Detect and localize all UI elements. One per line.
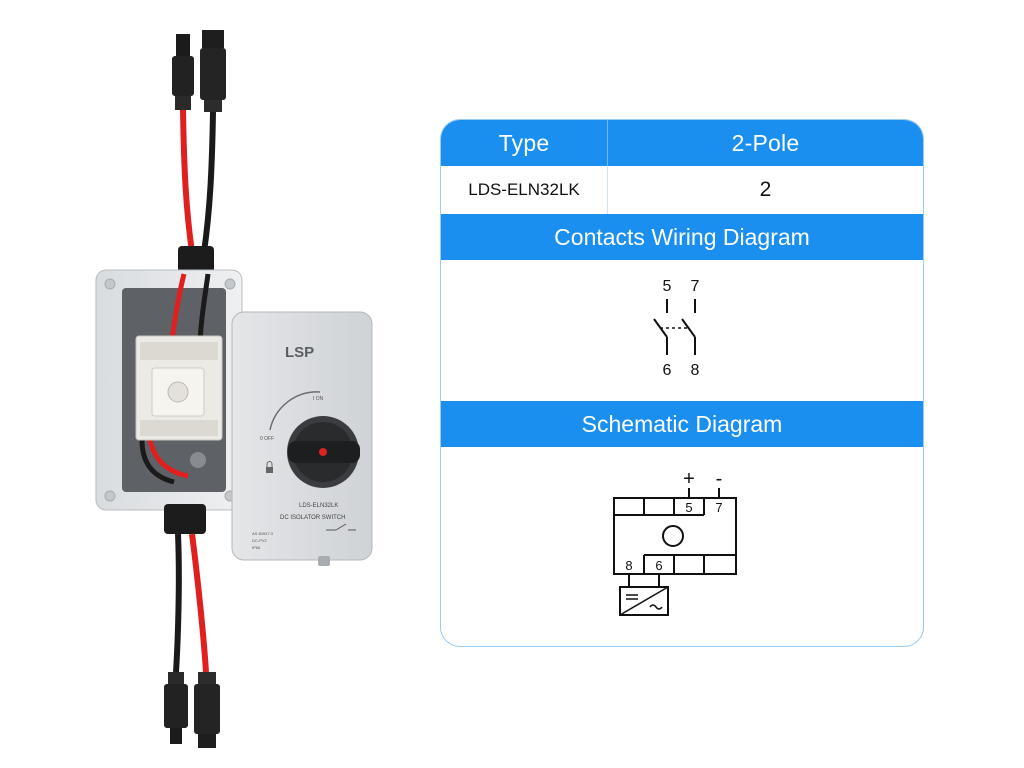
terminal-label-5: 5 (685, 500, 692, 515)
mc4-connector-top-left (172, 34, 194, 110)
plus-label: + (683, 468, 695, 490)
contacts-wiring-diagram: 5 7 6 8 (441, 260, 923, 401)
contact-label-7: 7 (691, 278, 700, 295)
contacts-diagram-title: Contacts Wiring Diagram (441, 214, 923, 260)
contacts-diagram-svg: 5 7 6 8 (653, 278, 700, 379)
model-cell: LDS-ELN32LK (441, 166, 608, 214)
lid-spec-line-1: AS 60947.3 (252, 531, 274, 536)
contact-label-5: 5 (663, 278, 672, 295)
schematic-diagram: + - 5 7 8 6 (441, 447, 923, 644)
enclosure-base (95, 269, 243, 511)
black-wire-bottom (173, 533, 182, 673)
dial-off-label: 0 OFF (260, 436, 274, 442)
terminal-label-6: 6 (655, 558, 662, 573)
rotary-handle-symbol (662, 524, 684, 547)
dial-on-label: I ON (313, 396, 324, 402)
schematic-diagram-svg: + - 5 7 8 6 (613, 468, 737, 616)
type-header: Type (441, 120, 608, 166)
lock-icon (266, 461, 273, 473)
red-wire-top (180, 109, 195, 253)
terminal-label-7: 7 (715, 500, 722, 515)
enclosure-lid: LSP I ON 0 OFF LDS-ELN32LK DC ISOLATOR S… (231, 311, 373, 566)
black-wire-top (201, 111, 216, 253)
poles-cell: 2 (759, 178, 772, 201)
minus-label: - (716, 468, 723, 490)
terminal-label-8: 8 (625, 558, 632, 573)
mc4-connector-bottom-left (164, 672, 188, 744)
pole-header: 2-Pole (731, 129, 800, 156)
cable-gland-top (178, 246, 214, 274)
lid-model-label: LDS-ELN32LK (299, 503, 338, 509)
table-header-row: Type 2-Pole (441, 120, 923, 166)
contact-label-8: 8 (691, 362, 700, 379)
mc4-connector-bottom-right (194, 672, 220, 748)
brand-logo: LSP (285, 344, 314, 361)
dc-ac-inverter-icon (619, 585, 669, 616)
table-row: LDS-ELN32LK 2 (441, 166, 923, 214)
lid-spec-line-2: DC-PV2 (252, 538, 267, 543)
schematic-diagram-title: Schematic Diagram (441, 401, 923, 447)
red-wire-bottom (189, 533, 209, 673)
lid-spec-line-3: IP66 (252, 545, 261, 550)
switch-symbol-icon (326, 523, 356, 531)
isolator-switch-illustration: LSP I ON 0 OFF LDS-ELN32LK DC ISOLATOR S… (95, 30, 373, 748)
mc4-connector-top-right (200, 30, 226, 112)
cable-gland-bottom (164, 504, 206, 534)
contact-label-6: 6 (663, 362, 672, 379)
product-image: LSP I ON 0 OFF LDS-ELN32LK DC ISOLATOR S… (80, 20, 400, 750)
spec-table-card: Type 2-Pole LDS-ELN32LK 2 Contacts Wirin… (440, 119, 924, 647)
lid-device-name: DC ISOLATOR SWITCH (280, 515, 345, 521)
